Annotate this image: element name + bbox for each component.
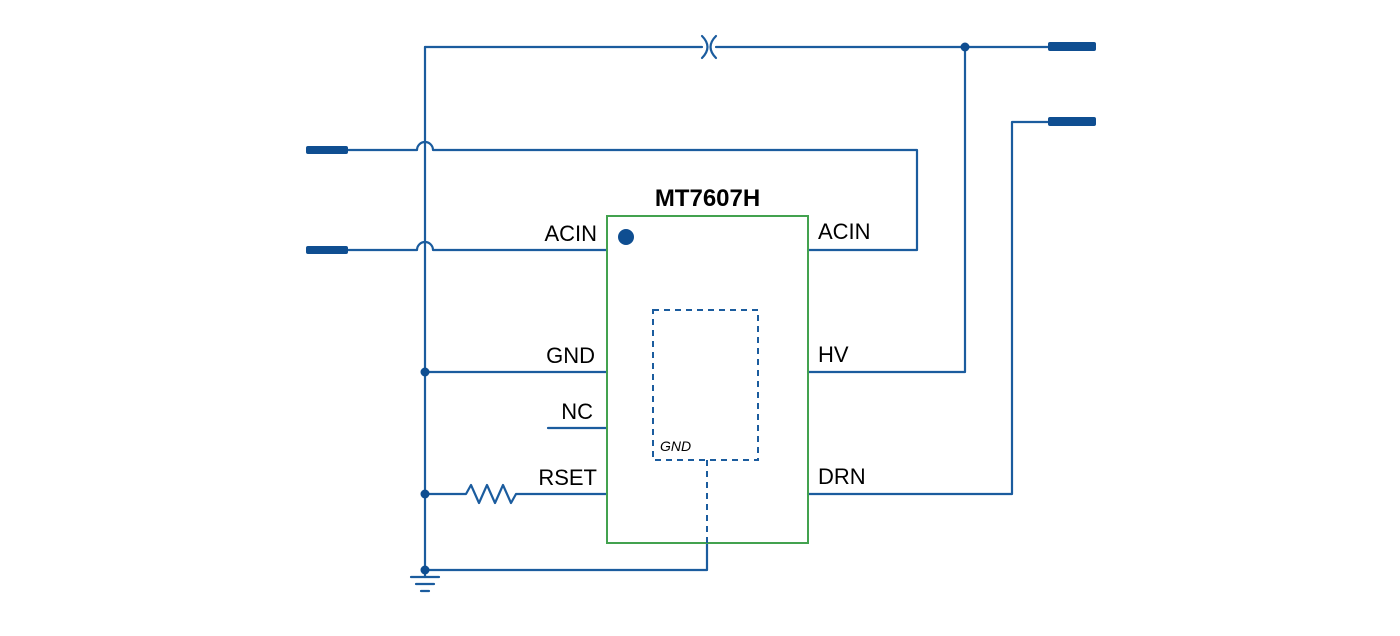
wire-rset-resistor [423,483,609,505]
pin-label-hv: HV [818,342,849,367]
wire-group [344,34,1052,593]
wire-ac-input2-to-acin-left [344,240,609,252]
thermal-pad-outline [652,309,759,461]
capacitor-plate-left [700,34,709,60]
junction-dot-rset [420,489,430,499]
pin-label-acin-right: ACIN [818,219,871,244]
thermal-pad-label: GND [660,438,692,454]
capacitor-plate-right [709,34,718,60]
pin-label-gnd: GND [546,343,595,368]
terminal-ac-input-2 [306,246,348,254]
wire-ac-input1-to-acin-right [344,140,919,252]
junction-dot-gnd [420,367,430,377]
pin1-marker-dot [618,229,634,245]
pin-label-rset: RSET [538,465,597,490]
pin-label-acin-left: ACIN [544,221,597,246]
wire-hv-pin [806,45,967,374]
junction-dot-bottom [420,565,430,575]
ic-title: MT7607H [654,185,761,212]
terminal-output-mid [1048,117,1096,126]
terminal-output-top [1048,42,1096,51]
thermal-pad-group [652,309,759,543]
wire-drn-pin [806,120,1050,496]
terminal-group [306,42,1096,254]
terminal-ac-input-1 [306,146,348,154]
wire-bottom-ground [423,541,709,579]
junction-dots-group [420,42,970,575]
pin-label-nc: NC [561,399,593,424]
junction-dot-hv-top [960,42,970,52]
pin-label-drn: DRN [818,464,866,489]
